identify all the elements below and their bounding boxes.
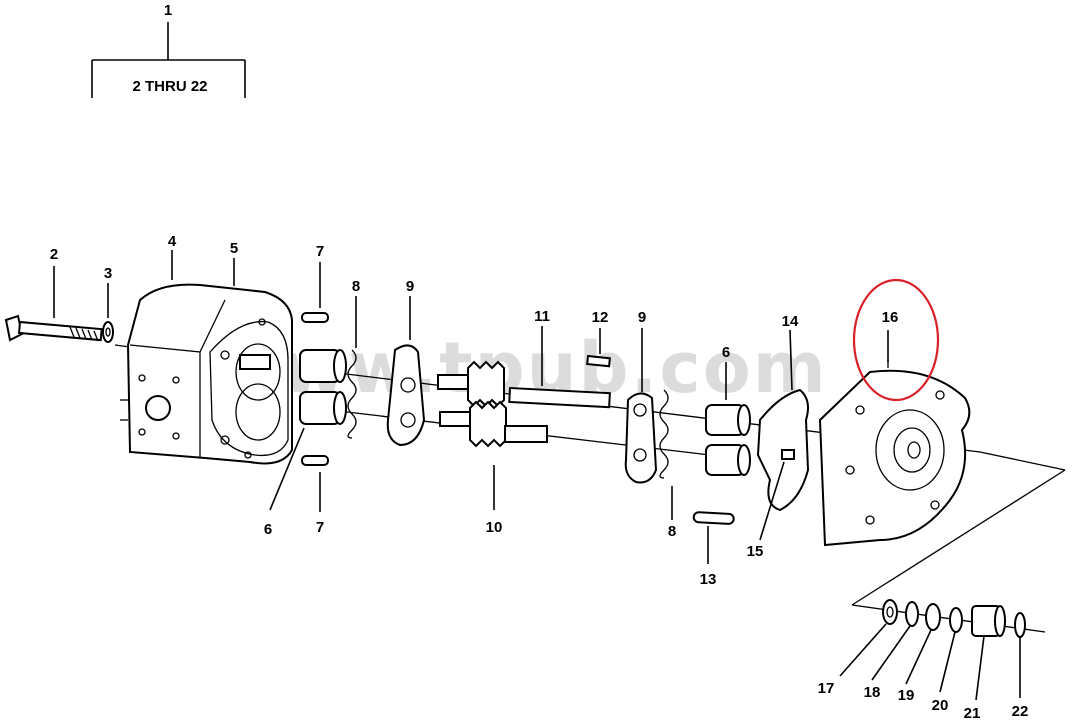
callout-7-top: 7	[316, 243, 324, 260]
seal-right	[659, 389, 669, 479]
callout-7-bottom: 7	[316, 519, 324, 536]
key	[586, 354, 611, 368]
assembly-bracket: 2 THRU 22	[91, 22, 246, 98]
pin	[692, 511, 735, 525]
callout-20: 20	[932, 697, 949, 714]
callout-13: 13	[700, 571, 717, 588]
callout-19: 19	[898, 687, 915, 704]
callout-12: 12	[592, 309, 609, 326]
wear-plate-right	[624, 392, 658, 484]
bushings-right	[705, 404, 751, 476]
leader-lines	[53, 250, 1021, 701]
callout-10: 10	[486, 519, 503, 536]
callout-4: 4	[168, 233, 177, 250]
callout-1: 1	[164, 2, 172, 19]
callout-11: 11	[534, 308, 550, 325]
seal-left	[347, 349, 357, 439]
callout-14: 14	[782, 313, 799, 330]
callout-5: 5	[230, 240, 238, 257]
drive-shaft	[508, 386, 611, 409]
dowel-pins	[301, 312, 329, 466]
callout-6-left: 6	[264, 521, 272, 538]
bushings-left	[299, 349, 347, 425]
callout-2: 2	[50, 246, 58, 263]
pump-housing	[120, 283, 293, 465]
callout-17: 17	[818, 680, 835, 697]
wear-plate-left	[386, 344, 426, 447]
seal-stack	[882, 599, 1026, 638]
callout-6-right: 6	[722, 344, 730, 361]
callout-16: 16	[882, 309, 899, 326]
group-label: 2 THRU 22	[132, 78, 207, 95]
cover-plate	[818, 360, 971, 547]
bolt	[4, 314, 103, 342]
callout-9-right: 9	[638, 309, 646, 326]
small-pin	[781, 449, 795, 460]
callout-9-left: 9	[406, 278, 414, 295]
callout-18: 18	[864, 684, 881, 701]
callout-numbers: 1 2 3 4 5 6 6 7 7 8 8 9 9 10 11 12 13 14…	[50, 2, 1029, 720]
callout-15: 15	[747, 543, 764, 560]
callout-3: 3	[104, 265, 112, 282]
callout-8-right: 8	[668, 523, 676, 540]
callout-8-left: 8	[352, 278, 360, 295]
highlight-circle	[852, 278, 940, 402]
washer	[102, 321, 114, 343]
callout-21: 21	[964, 705, 981, 720]
gears	[437, 360, 548, 448]
callout-22: 22	[1012, 703, 1029, 720]
